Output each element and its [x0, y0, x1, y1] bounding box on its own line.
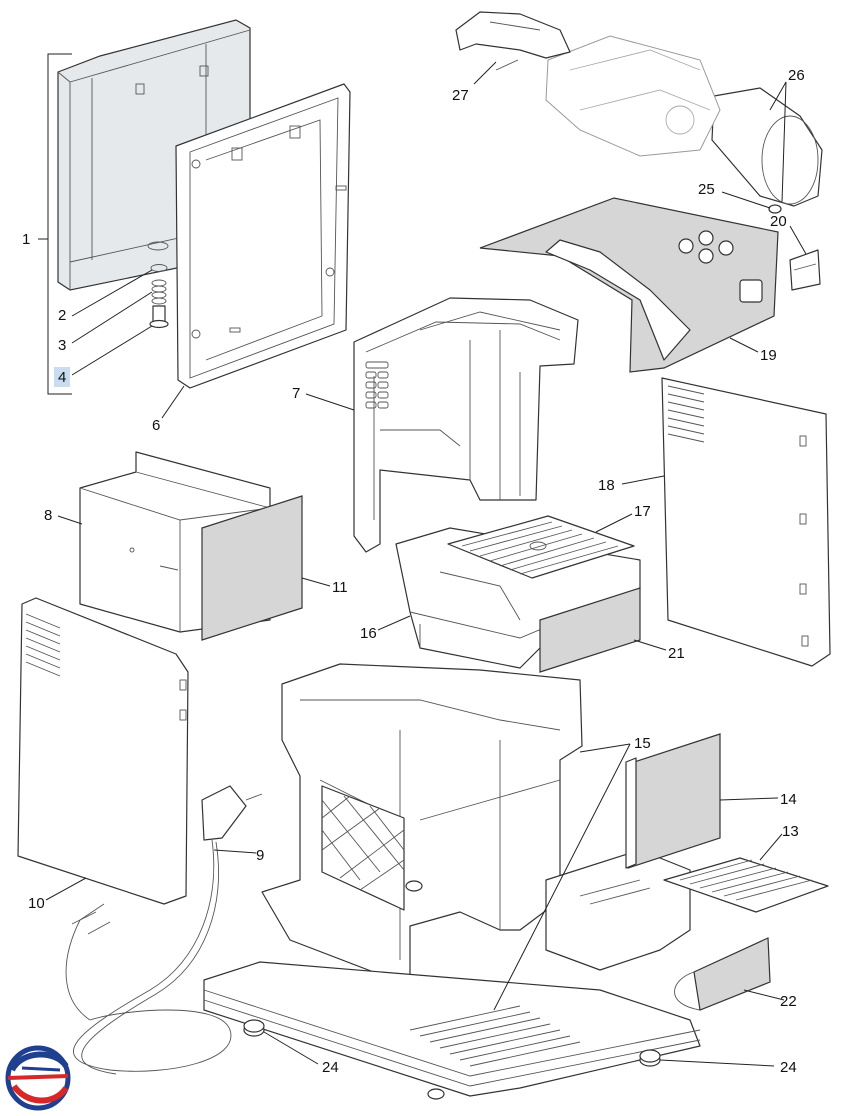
label-15: 15	[634, 735, 651, 752]
base-plate-grille	[409, 1005, 581, 1067]
label-7: 7	[292, 385, 300, 402]
label-26: 26	[788, 67, 805, 84]
vent-slots-right	[667, 385, 705, 443]
part-14-panel	[625, 733, 721, 869]
label-4-highlight	[54, 367, 70, 387]
part-labels: 1 2 3 4 6 7 8 9 10 11 13 14 15 16 17 18 …	[22, 67, 805, 1076]
part-4-valve	[149, 305, 169, 329]
label-10: 10	[28, 895, 45, 912]
part-18-side-panel-right	[661, 377, 831, 667]
part-11-panel	[201, 495, 303, 641]
leader-lines	[45, 61, 807, 1067]
base-plate	[203, 961, 701, 1100]
part-24-foot-left	[243, 1019, 265, 1037]
label-11: 11	[332, 579, 348, 596]
label-14: 14	[780, 791, 797, 808]
part-10-side-panel-left	[17, 597, 189, 905]
brew-unit-ghost	[545, 35, 721, 157]
label-24-right: 24	[780, 1059, 797, 1076]
label-9: 9	[256, 847, 264, 864]
part-6-rear-panel	[175, 83, 351, 389]
label-17: 17	[634, 503, 651, 520]
part-15-base-chassis	[261, 663, 691, 987]
part-22-lid	[674, 937, 771, 1011]
part-20-clip	[789, 249, 821, 291]
label-21: 21	[668, 645, 685, 662]
chassis-keypad	[365, 361, 389, 409]
part-21-front-panel	[539, 587, 641, 673]
part-19-top-cover	[479, 197, 779, 373]
label-27: 27	[452, 87, 469, 104]
part-17-grid	[447, 515, 635, 579]
part-9-power-cord	[65, 785, 263, 1075]
label-16: 16	[360, 625, 377, 642]
vent-slots-left	[25, 613, 61, 677]
part-2-oring	[150, 264, 168, 272]
part-7-chassis-frame	[353, 297, 579, 553]
part-24-foot-right	[639, 1049, 661, 1067]
label-22: 22	[780, 993, 797, 1010]
label-20: 20	[770, 213, 787, 230]
part-3-spring	[151, 279, 167, 305]
label-13: 13	[782, 823, 799, 840]
label-3: 3	[58, 337, 66, 354]
label-24-left: 24	[322, 1059, 339, 1076]
part-26-brew-cover	[711, 87, 823, 207]
label-25: 25	[698, 181, 715, 198]
label-4: 4	[58, 369, 66, 386]
label-2: 2	[58, 307, 66, 324]
base-mesh-panel	[321, 785, 405, 911]
part-25-screw	[768, 204, 782, 214]
brand-logo	[5, 1045, 71, 1111]
part-13-grid	[663, 857, 829, 913]
label-8: 8	[44, 507, 52, 524]
label-6: 6	[152, 417, 160, 434]
label-19: 19	[760, 347, 777, 364]
label-18: 18	[598, 477, 615, 494]
label-1: 1	[22, 231, 30, 248]
part-27-cap	[455, 11, 571, 71]
